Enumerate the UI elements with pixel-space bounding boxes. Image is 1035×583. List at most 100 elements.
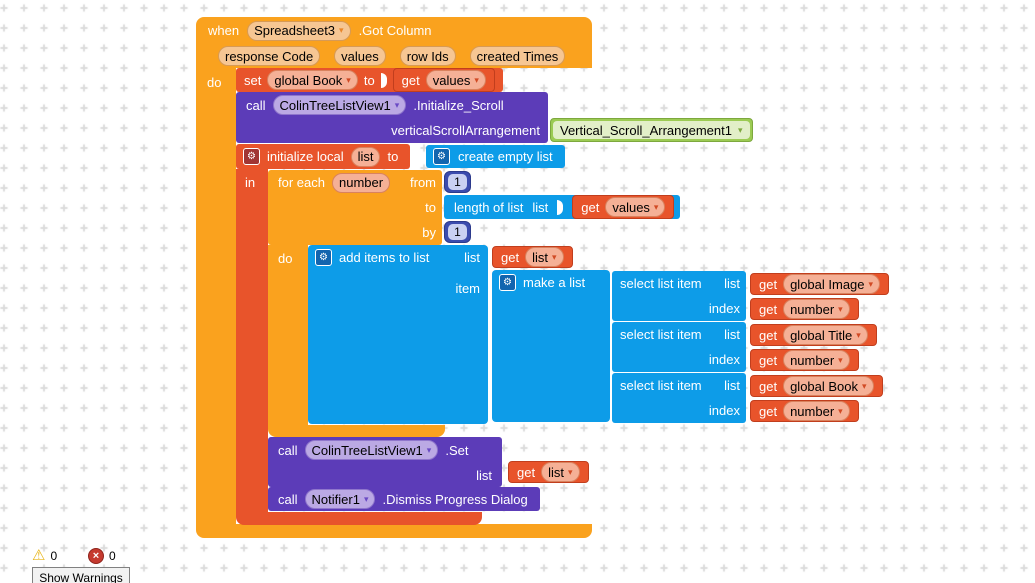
component-dropdown[interactable]: ColinTreeListView1 ▾ bbox=[272, 95, 407, 115]
component-dropdown[interactable]: Vertical_Scroll_Arrangement1 ▾ bbox=[553, 121, 750, 139]
event-param-pill[interactable]: created Times bbox=[469, 46, 566, 66]
when-block-left-bar[interactable]: do bbox=[196, 68, 236, 524]
component-dropdown[interactable]: Spreadsheet3 ▾ bbox=[247, 20, 351, 41]
chevron-down-icon: ▾ bbox=[339, 25, 344, 35]
variable-dropdown[interactable]: values ▾ bbox=[425, 70, 486, 90]
variable-dropdown[interactable]: number ▾ bbox=[783, 401, 850, 421]
initialize-local-bottom-bar[interactable] bbox=[236, 512, 482, 525]
variable-dropdown[interactable]: list ▾ bbox=[541, 462, 580, 482]
initialize-local-left-bar[interactable]: in bbox=[236, 169, 268, 512]
chevron-down-icon: ▾ bbox=[737, 124, 743, 135]
arg-list-label: list bbox=[724, 276, 740, 291]
get-value-block[interactable]: get number ▾ bbox=[750, 298, 859, 320]
call-dismiss-dialog-block[interactable]: call Notifier1 ▾ .Dismiss Progress Dialo… bbox=[268, 487, 540, 511]
for-each-bottom-bar[interactable] bbox=[268, 425, 445, 437]
mutator-gear-icon[interactable]: ⚙ bbox=[499, 274, 516, 291]
get-keyword: get bbox=[759, 327, 778, 343]
for-each-do-bar[interactable]: do bbox=[268, 245, 308, 425]
make-a-list-block[interactable]: ⚙ make a list bbox=[492, 270, 610, 422]
to-label: to bbox=[425, 200, 436, 215]
get-value-block[interactable]: get global Title ▾ bbox=[750, 324, 877, 346]
component-dropdown[interactable]: Notifier1 ▾ bbox=[304, 489, 376, 509]
add-items-to-list-block[interactable]: ⚙ add items to list list item bbox=[308, 245, 488, 424]
number-block[interactable]: 1 bbox=[444, 221, 471, 243]
number-field[interactable]: 1 bbox=[448, 174, 467, 190]
variable-dropdown[interactable]: number ▾ bbox=[783, 299, 850, 319]
local-variable-field[interactable]: list bbox=[350, 146, 381, 167]
get-keyword: get bbox=[581, 199, 600, 215]
error-circle-icon[interactable]: × bbox=[88, 548, 104, 564]
get-value-block[interactable]: get values ▾ bbox=[572, 195, 675, 219]
show-warnings-button[interactable]: Show Warnings bbox=[32, 567, 130, 583]
get-value-block[interactable]: get list ▾ bbox=[492, 246, 573, 268]
loop-variable-field[interactable]: number bbox=[331, 172, 391, 193]
when-block-bottom-bar[interactable] bbox=[196, 524, 592, 538]
number-field[interactable]: 1 bbox=[448, 224, 467, 240]
component-name: Vertical_Scroll_Arrangement1 bbox=[560, 122, 732, 138]
select-list-item-block[interactable]: select list item list index bbox=[612, 322, 746, 372]
do-label: do bbox=[278, 251, 293, 266]
component-value-block[interactable]: Vertical_Scroll_Arrangement1 ▾ bbox=[550, 118, 753, 142]
get-value-block[interactable]: get number ▾ bbox=[750, 349, 859, 371]
variable-name: number bbox=[790, 352, 835, 368]
create-empty-list-block[interactable]: ⚙ create empty list bbox=[426, 145, 565, 168]
add-items-label: add items to list bbox=[339, 250, 430, 265]
variable-dropdown[interactable]: number ▾ bbox=[783, 350, 850, 370]
component-dropdown[interactable]: ColinTreeListView1 ▾ bbox=[304, 440, 439, 460]
variable-dropdown[interactable]: global Title ▾ bbox=[783, 325, 868, 345]
component-name: ColinTreeListView1 bbox=[311, 442, 423, 458]
number-block[interactable]: 1 bbox=[444, 171, 471, 193]
variable-dropdown[interactable]: global Book ▾ bbox=[783, 376, 874, 396]
set-variable-block[interactable]: set global Book ▾ to get values ▾ bbox=[236, 68, 503, 92]
arg-item-label: item bbox=[455, 281, 480, 296]
variable-dropdown[interactable]: global Book ▾ bbox=[267, 70, 358, 90]
initialize-local-label: initialize local bbox=[267, 149, 344, 164]
to-label: to bbox=[387, 149, 399, 164]
warning-count: 0 bbox=[50, 548, 58, 563]
select-list-item-label: select list item bbox=[620, 276, 702, 291]
select-list-item-block[interactable]: select list item list index bbox=[612, 271, 746, 321]
call-initialize-scroll-block[interactable]: call ColinTreeListView1 ▾ .Initialize_Sc… bbox=[236, 92, 548, 143]
select-list-item-block[interactable]: select list item list index bbox=[612, 373, 746, 423]
chevron-down-icon: ▾ bbox=[838, 303, 843, 314]
chevron-down-icon: ▾ bbox=[551, 251, 557, 262]
arg-list-label: list bbox=[464, 250, 480, 265]
get-value-block[interactable]: get number ▾ bbox=[750, 400, 859, 422]
get-value-block[interactable]: get list ▾ bbox=[508, 461, 589, 483]
by-label: by bbox=[422, 225, 436, 240]
event-param-pill[interactable]: row Ids bbox=[399, 46, 456, 66]
initialize-local-block[interactable]: ⚙ initialize local list to bbox=[236, 144, 411, 169]
chevron-down-icon: ▾ bbox=[868, 278, 874, 289]
call-keyword: call bbox=[278, 442, 298, 458]
mutator-gear-icon[interactable]: ⚙ bbox=[433, 148, 450, 165]
warning-triangle-icon[interactable]: ⚠ bbox=[32, 547, 46, 564]
get-value-block[interactable]: get values ▾ bbox=[392, 68, 495, 92]
call-keyword: call bbox=[246, 97, 266, 113]
warning-counter[interactable]: ⚠ 0 bbox=[32, 548, 57, 563]
mutator-gear-icon[interactable]: ⚙ bbox=[243, 148, 260, 165]
for-each-block[interactable]: for each number from to by bbox=[268, 170, 442, 245]
variable-dropdown[interactable]: global Image ▾ bbox=[783, 274, 881, 294]
get-value-block[interactable]: get global Image ▾ bbox=[750, 273, 890, 295]
call-keyword: call bbox=[278, 491, 298, 507]
length-of-list-block[interactable]: length of list list get values ▾ bbox=[444, 195, 681, 219]
variable-dropdown[interactable]: values ▾ bbox=[605, 197, 666, 217]
length-of-list-label: length of list bbox=[454, 199, 524, 215]
get-keyword: get bbox=[759, 403, 778, 419]
get-keyword: get bbox=[759, 301, 778, 317]
arg-index-label: index bbox=[708, 352, 740, 367]
get-keyword: get bbox=[759, 352, 778, 368]
arg-list-label: list bbox=[724, 327, 740, 342]
call-set-block[interactable]: call ColinTreeListView1 ▾ .Set list bbox=[268, 437, 502, 487]
chevron-down-icon: ▾ bbox=[363, 493, 369, 504]
event-param-pill[interactable]: response Code bbox=[218, 46, 321, 66]
select-list-item-label: select list item bbox=[620, 378, 702, 393]
mutator-gear-icon[interactable]: ⚙ bbox=[315, 249, 332, 266]
get-value-block[interactable]: get global Book ▾ bbox=[750, 375, 883, 397]
variable-dropdown[interactable]: list ▾ bbox=[525, 247, 564, 267]
in-label: in bbox=[245, 175, 256, 190]
error-counter[interactable]: × 0 bbox=[88, 548, 116, 564]
event-param-pill[interactable]: values bbox=[334, 46, 386, 66]
when-event-block[interactable]: when Spreadsheet3 ▾ .Got Column response… bbox=[196, 17, 592, 68]
